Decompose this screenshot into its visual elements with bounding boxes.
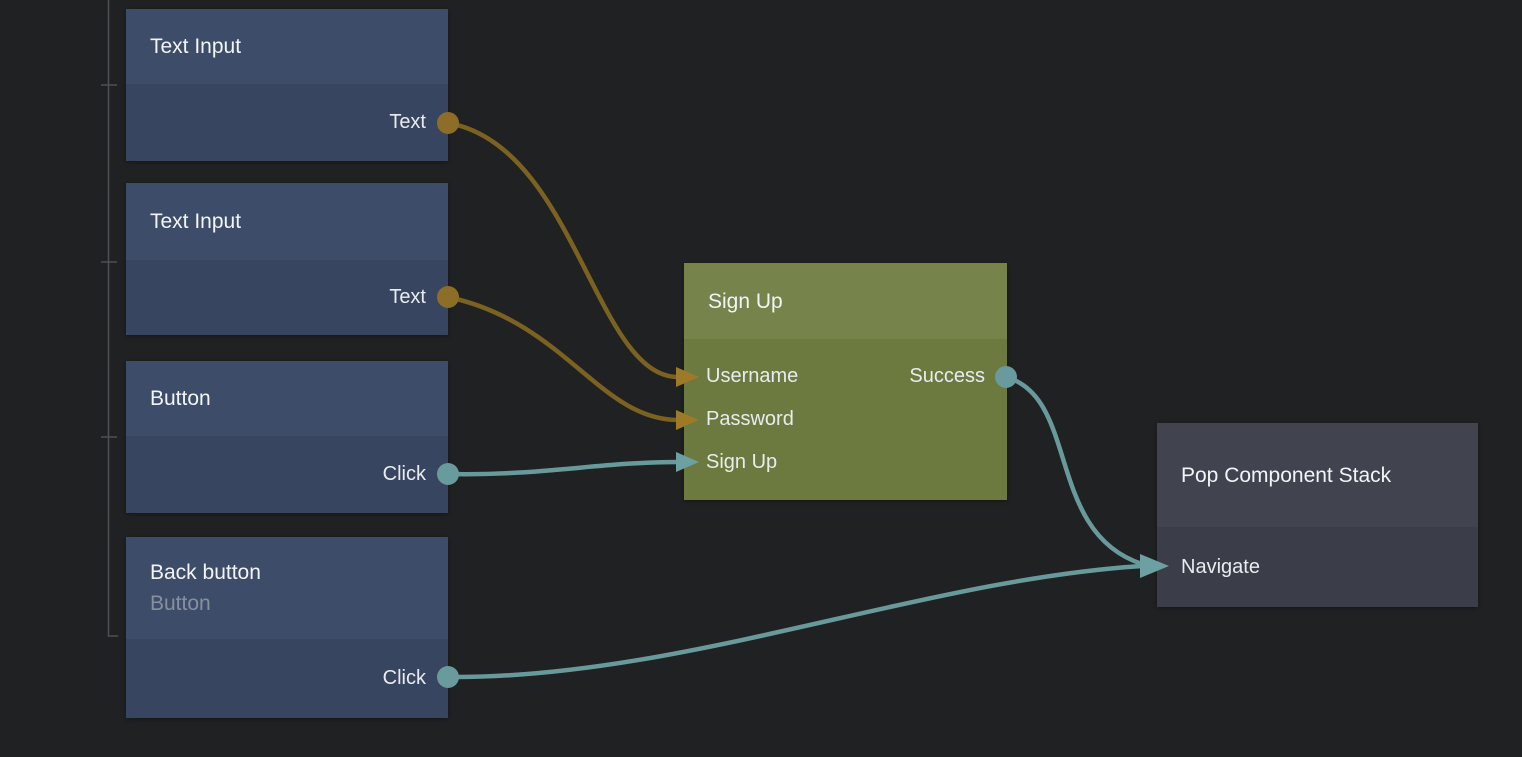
node-text-input-1[interactable]: Text Input Text bbox=[126, 9, 448, 161]
node-title: Text Input bbox=[150, 35, 242, 58]
output-port-text[interactable]: Text bbox=[389, 111, 426, 133]
wire-backclick-to-navigate[interactable] bbox=[447, 554, 1169, 680]
node-header[interactable]: Button bbox=[126, 361, 448, 436]
hierarchy-bracket-line bbox=[101, 0, 118, 637]
node-header[interactable]: Text Input bbox=[126, 9, 448, 84]
node-subtitle: Button bbox=[150, 592, 211, 615]
wire-success-to-navigate[interactable] bbox=[1005, 374, 1143, 567]
node-button[interactable]: Button Click bbox=[126, 361, 448, 513]
node-title: Text Input bbox=[150, 210, 242, 233]
input-port-username[interactable]: Username bbox=[706, 365, 799, 387]
node-header[interactable]: Back button Button bbox=[126, 537, 448, 639]
node-title: Pop Component Stack bbox=[1181, 463, 1392, 487]
input-port-navigate[interactable]: Navigate bbox=[1181, 555, 1260, 578]
node-header[interactable]: Text Input bbox=[126, 183, 448, 260]
node-text-input-2[interactable]: Text Input Text bbox=[126, 183, 448, 335]
wire-text1-to-username[interactable] bbox=[447, 120, 699, 387]
node-header[interactable]: Pop Component Stack bbox=[1157, 423, 1478, 527]
node-ports: Click bbox=[126, 639, 448, 718]
node-sign-up[interactable]: Sign Up Username Success Password Sign U… bbox=[684, 263, 1007, 500]
input-port-sign-up[interactable]: Sign Up bbox=[706, 451, 778, 473]
node-title: Button bbox=[150, 387, 211, 410]
node-header[interactable]: Sign Up bbox=[684, 263, 1007, 339]
node-ports: Click bbox=[126, 436, 448, 513]
output-port-click[interactable]: Click bbox=[382, 463, 426, 485]
node-pop-component-stack[interactable]: Pop Component Stack Navigate bbox=[1157, 423, 1478, 607]
output-port-success[interactable]: Success bbox=[909, 365, 985, 387]
wire-text2-to-password[interactable] bbox=[447, 294, 699, 430]
node-title: Back button bbox=[150, 561, 261, 584]
output-port-click[interactable]: Click bbox=[382, 667, 426, 689]
node-back-button[interactable]: Back button Button Click bbox=[126, 537, 448, 718]
node-ports: Username Success Password Sign Up bbox=[684, 339, 1007, 500]
node-ports: Text bbox=[126, 84, 448, 161]
wire-click-to-signup[interactable] bbox=[447, 452, 699, 477]
node-title: Sign Up bbox=[708, 289, 783, 313]
node-ports: Text bbox=[126, 260, 448, 335]
node-ports: Navigate bbox=[1157, 527, 1478, 607]
input-port-password[interactable]: Password bbox=[706, 408, 794, 430]
output-port-text[interactable]: Text bbox=[389, 286, 426, 308]
